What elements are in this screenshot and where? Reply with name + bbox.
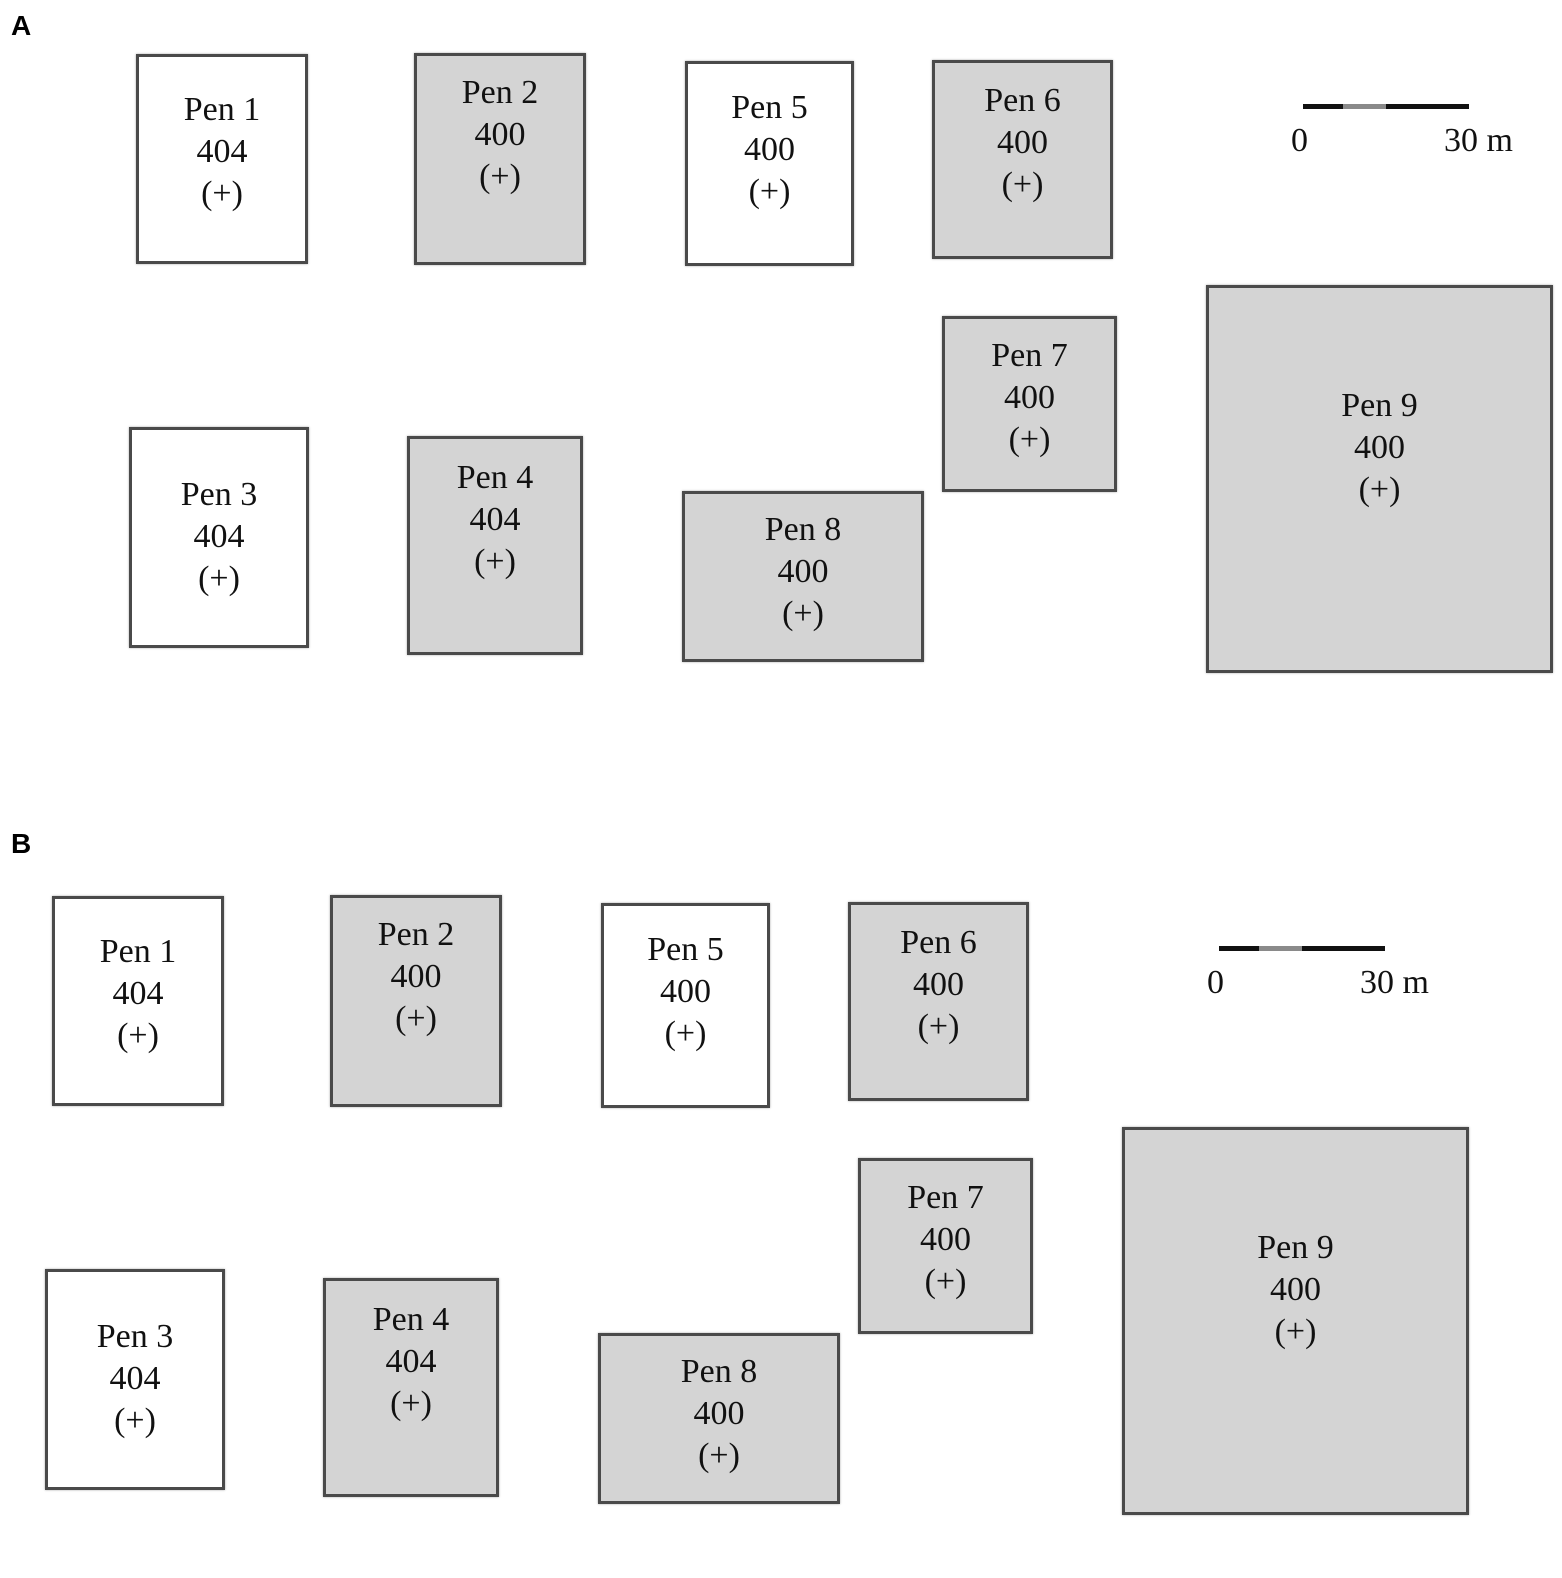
pen-count: 404 xyxy=(469,501,521,538)
pen-name: Pen 1 xyxy=(183,91,261,128)
pen-name: Pen 6 xyxy=(900,924,977,961)
pen-1: Pen 1 404 (+) xyxy=(136,54,308,264)
pen-name: Pen 2 xyxy=(377,916,455,953)
pen-name: Pen 2 xyxy=(461,74,539,111)
pen-count: 404 xyxy=(109,1360,161,1397)
pen-sign: (+) xyxy=(395,1000,437,1037)
pen-count: 400 xyxy=(920,1221,971,1258)
scale-bar-segment xyxy=(1386,104,1469,109)
pen-name: Pen 6 xyxy=(984,82,1061,119)
pen-count: 400 xyxy=(777,553,829,590)
pen-count: 400 xyxy=(1004,379,1055,416)
pen-count: 400 xyxy=(997,124,1048,161)
scale-label-start: 0 xyxy=(1291,122,1308,159)
pen-name: Pen 5 xyxy=(647,931,724,968)
panel-letter: B xyxy=(11,828,32,859)
pen-9: Pen 9 400 (+) xyxy=(1122,1127,1469,1515)
pen-sign: (+) xyxy=(698,1437,740,1474)
pen-5: Pen 5 400 (+) xyxy=(601,903,770,1108)
pen-sign: (+) xyxy=(117,1017,159,1054)
scale-label-end: 30 m xyxy=(1444,122,1513,159)
pen-sign: (+) xyxy=(201,175,243,212)
scale-bar xyxy=(1303,104,1469,109)
pen-count: 400 xyxy=(660,973,711,1010)
pen-7: Pen 7 400 (+) xyxy=(858,1158,1033,1334)
pen-count: 400 xyxy=(744,131,795,168)
pen-name: Pen 9 xyxy=(1341,387,1418,424)
panel-b: B Pen 1 404 (+) Pen 2 400 (+) Pen 5 400 … xyxy=(0,818,1562,1578)
pen-sign: (+) xyxy=(664,1015,707,1052)
pen-count: 400 xyxy=(474,116,526,153)
panel-a: A Pen 1 404 (+) Pen 2 400 (+) Pen 5 400 … xyxy=(0,0,1562,760)
pen-3: Pen 3 404 (+) xyxy=(45,1269,225,1490)
pen-count: 404 xyxy=(193,518,245,555)
pen-2: Pen 2 400 (+) xyxy=(414,53,586,265)
pen-9: Pen 9 400 (+) xyxy=(1206,285,1553,673)
pen-count: 404 xyxy=(385,1343,437,1380)
pen-sign: (+) xyxy=(917,1008,960,1045)
pen-8: Pen 8 400 (+) xyxy=(598,1333,840,1504)
pen-sign: (+) xyxy=(1001,166,1044,203)
panel-letter: A xyxy=(11,10,32,41)
pen-count: 404 xyxy=(112,975,164,1012)
scale-label-end: 30 m xyxy=(1360,964,1429,1001)
pen-4: Pen 4 404 (+) xyxy=(407,436,583,655)
pen-2: Pen 2 400 (+) xyxy=(330,895,502,1107)
pen-sign: (+) xyxy=(474,543,516,580)
pen-count: 400 xyxy=(913,966,964,1003)
pen-name: Pen 4 xyxy=(456,459,534,496)
pen-sign: (+) xyxy=(479,158,521,195)
pen-sign: (+) xyxy=(1274,1313,1317,1350)
pen-name: Pen 7 xyxy=(991,337,1068,374)
pen-count: 400 xyxy=(693,1395,745,1432)
pen-sign: (+) xyxy=(390,1385,432,1422)
pen-name: Pen 4 xyxy=(372,1301,450,1338)
scale-bar-segment xyxy=(1259,946,1302,951)
scale-bar-segment xyxy=(1343,104,1386,109)
pen-3: Pen 3 404 (+) xyxy=(129,427,309,648)
pen-count: 400 xyxy=(1270,1271,1321,1308)
scale-label-start: 0 xyxy=(1207,964,1224,1001)
pen-count: 400 xyxy=(1354,429,1405,466)
pen-sign: (+) xyxy=(114,1402,156,1439)
pen-1: Pen 1 404 (+) xyxy=(52,896,224,1106)
pen-name: Pen 3 xyxy=(180,476,258,513)
scale-bar xyxy=(1219,946,1385,951)
pen-7: Pen 7 400 (+) xyxy=(942,316,1117,492)
pen-name: Pen 9 xyxy=(1257,1229,1334,1266)
pen-count: 400 xyxy=(390,958,442,995)
pen-8: Pen 8 400 (+) xyxy=(682,491,924,662)
pen-5: Pen 5 400 (+) xyxy=(685,61,854,266)
pen-name: Pen 1 xyxy=(99,933,177,970)
pen-6: Pen 6 400 (+) xyxy=(932,60,1113,259)
pen-sign: (+) xyxy=(748,173,791,210)
pen-sign: (+) xyxy=(924,1263,967,1300)
pen-sign: (+) xyxy=(782,595,824,632)
scale-bar-segment xyxy=(1303,104,1343,109)
pen-name: Pen 5 xyxy=(731,89,808,126)
pen-sign: (+) xyxy=(1358,471,1401,508)
pen-4: Pen 4 404 (+) xyxy=(323,1278,499,1497)
pen-6: Pen 6 400 (+) xyxy=(848,902,1029,1101)
scale-bar-segment xyxy=(1219,946,1259,951)
pen-name: Pen 8 xyxy=(764,511,842,548)
pen-name: Pen 7 xyxy=(907,1179,984,1216)
pen-name: Pen 3 xyxy=(96,1318,174,1355)
scale-bar-segment xyxy=(1302,946,1385,951)
pen-count: 404 xyxy=(196,133,248,170)
pen-sign: (+) xyxy=(1008,421,1051,458)
pen-name: Pen 8 xyxy=(680,1353,758,1390)
pen-sign: (+) xyxy=(198,560,240,597)
